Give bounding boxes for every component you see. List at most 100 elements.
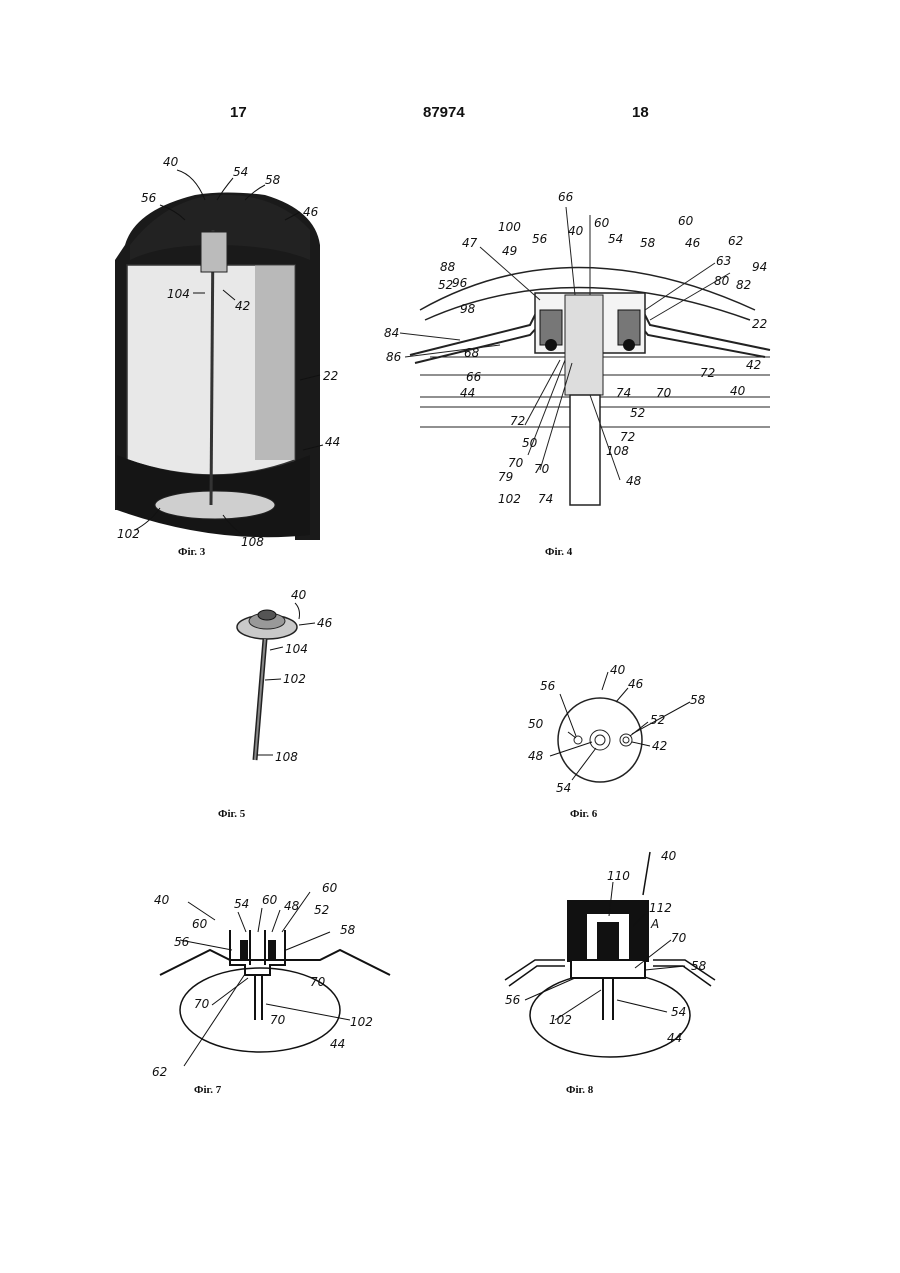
- fig4-label: 68: [464, 346, 480, 360]
- right-page-number: 18: [632, 104, 649, 121]
- fig5-label: 46: [317, 616, 333, 630]
- fig4-label: 70: [534, 462, 550, 476]
- fig7-label: 56: [174, 935, 190, 949]
- fig4-label: 74: [616, 386, 631, 400]
- fig3-label: 44: [325, 435, 340, 449]
- fig4-label: 74: [538, 492, 553, 506]
- fig4-label: 94: [752, 260, 767, 274]
- fig4-label: 66: [466, 370, 482, 384]
- fig3-label: 56: [141, 191, 157, 205]
- fig4-label: 96: [452, 276, 468, 290]
- fig7-label: 62: [152, 1065, 167, 1079]
- figure-8-caption: Фіг. 8: [566, 1084, 593, 1096]
- fig4-label: 70: [656, 386, 672, 400]
- figure-5-caption: Фіг. 5: [218, 808, 245, 820]
- fig4-label: 50: [522, 436, 538, 450]
- fig7-label: 102: [350, 1015, 373, 1029]
- fig8-label: 54: [671, 1005, 686, 1019]
- fig4-label: 66: [558, 190, 574, 204]
- fig4-label: 98: [460, 302, 476, 316]
- fig8-label: 110: [607, 869, 630, 883]
- fig7-label: 70: [310, 975, 326, 989]
- figure-5-drawing: 40 46 104 102 108: [225, 585, 355, 775]
- fig5-label: 40: [291, 588, 307, 602]
- fig3-label: 22: [323, 369, 338, 383]
- fig6-label: 46: [628, 677, 644, 691]
- fig4-label: 70: [508, 456, 524, 470]
- fig4-label: 60: [678, 214, 694, 228]
- fig7-label: 44: [330, 1037, 345, 1051]
- fig4-label: 48: [626, 474, 642, 488]
- fig7-label: 58: [340, 923, 356, 937]
- fig5-label: 104: [285, 642, 308, 656]
- fig4-label: 102: [498, 492, 521, 506]
- fig4-label: 84: [384, 326, 399, 340]
- fig3-label: 40: [163, 155, 179, 169]
- fig4-label: 42: [746, 358, 761, 372]
- fig7-label: 52: [314, 903, 329, 917]
- fig7-label: 70: [194, 997, 210, 1011]
- fig3-label: 54: [233, 165, 248, 179]
- figure-6-caption: Фіг. 6: [570, 808, 597, 820]
- fig6-label: 42: [652, 739, 667, 753]
- figure-6-drawing: 40 56 46 58 50 52 48 42 54: [520, 660, 720, 800]
- fig5-label: 108: [275, 750, 298, 764]
- fig4-label: 54: [608, 232, 623, 246]
- figure-4-drawing: 66 60 100 40 54 60 47 56 58 46 62 49 63 …: [380, 185, 780, 515]
- fig4-label: 52: [630, 406, 645, 420]
- fig8-label: A: [650, 917, 659, 931]
- left-page-number: 17: [230, 104, 247, 121]
- fig4-label: 60: [594, 216, 610, 230]
- fig4-label: 63: [716, 254, 731, 268]
- fig8-label: 102: [549, 1013, 572, 1027]
- fig4-label: 40: [730, 384, 746, 398]
- fig4-label: 72: [620, 430, 635, 444]
- fig4-label: 82: [736, 278, 751, 292]
- figure-8-drawing: 40 110 112 A 70 58 56 54 102 44: [495, 840, 735, 1070]
- fig4-label: 44: [460, 386, 475, 400]
- fig4-label: 72: [700, 366, 715, 380]
- fig6-label: 54: [556, 781, 571, 795]
- fig8-label: 70: [671, 931, 687, 945]
- figure-3-drawing: 40 54 58 56 46 104 42 22 44 102 108: [105, 150, 365, 550]
- fig7-label: 40: [154, 893, 170, 907]
- fig4-label: 52: [438, 278, 453, 292]
- fig3-label: 46: [303, 205, 319, 219]
- fig6-label: 56: [540, 679, 556, 693]
- fig7-label: 60: [322, 881, 338, 895]
- fig8-label: 44: [667, 1031, 682, 1045]
- fig5-label: 102: [283, 672, 306, 686]
- fig4-label: 80: [714, 274, 730, 288]
- fig6-label: 58: [690, 693, 706, 707]
- fig6-label: 50: [528, 717, 544, 731]
- fig8-label: 112: [649, 901, 672, 915]
- fig3-label: 42: [235, 299, 250, 313]
- fig3-label: 58: [265, 173, 281, 187]
- figure-7-drawing: 40 54 60 48 60 52 60 58 56 70 70 70 102 …: [150, 870, 400, 1080]
- fig4-label: 88: [440, 260, 456, 274]
- figure-4-caption: Фіг. 4: [545, 546, 572, 558]
- fig4-label: 58: [640, 236, 656, 250]
- fig7-label: 70: [270, 1013, 286, 1027]
- fig4-label: 46: [685, 236, 701, 250]
- fig4-label: 40: [568, 224, 584, 238]
- fig3-label: 104: [167, 287, 190, 301]
- fig8-label: 58: [691, 959, 707, 973]
- fig7-label: 60: [192, 917, 208, 931]
- fig3-label: 102: [117, 527, 140, 541]
- figure-7-caption: Фіг. 7: [194, 1084, 221, 1096]
- fig7-label: 54: [234, 897, 249, 911]
- fig8-label: 40: [661, 849, 677, 863]
- fig4-label: 56: [532, 232, 548, 246]
- fig4-label: 100: [498, 220, 521, 234]
- fig8-label: 56: [505, 993, 521, 1007]
- fig7-label: 48: [284, 899, 300, 913]
- fig4-label: 47: [462, 236, 478, 250]
- fig6-label: 52: [650, 713, 665, 727]
- fig6-label: 40: [610, 663, 626, 677]
- fig4-label: 49: [502, 244, 517, 258]
- fig4-label: 22: [752, 317, 767, 331]
- fig7-label: 60: [262, 893, 278, 907]
- fig4-label: 86: [386, 350, 402, 364]
- fig3-label: 108: [241, 535, 264, 549]
